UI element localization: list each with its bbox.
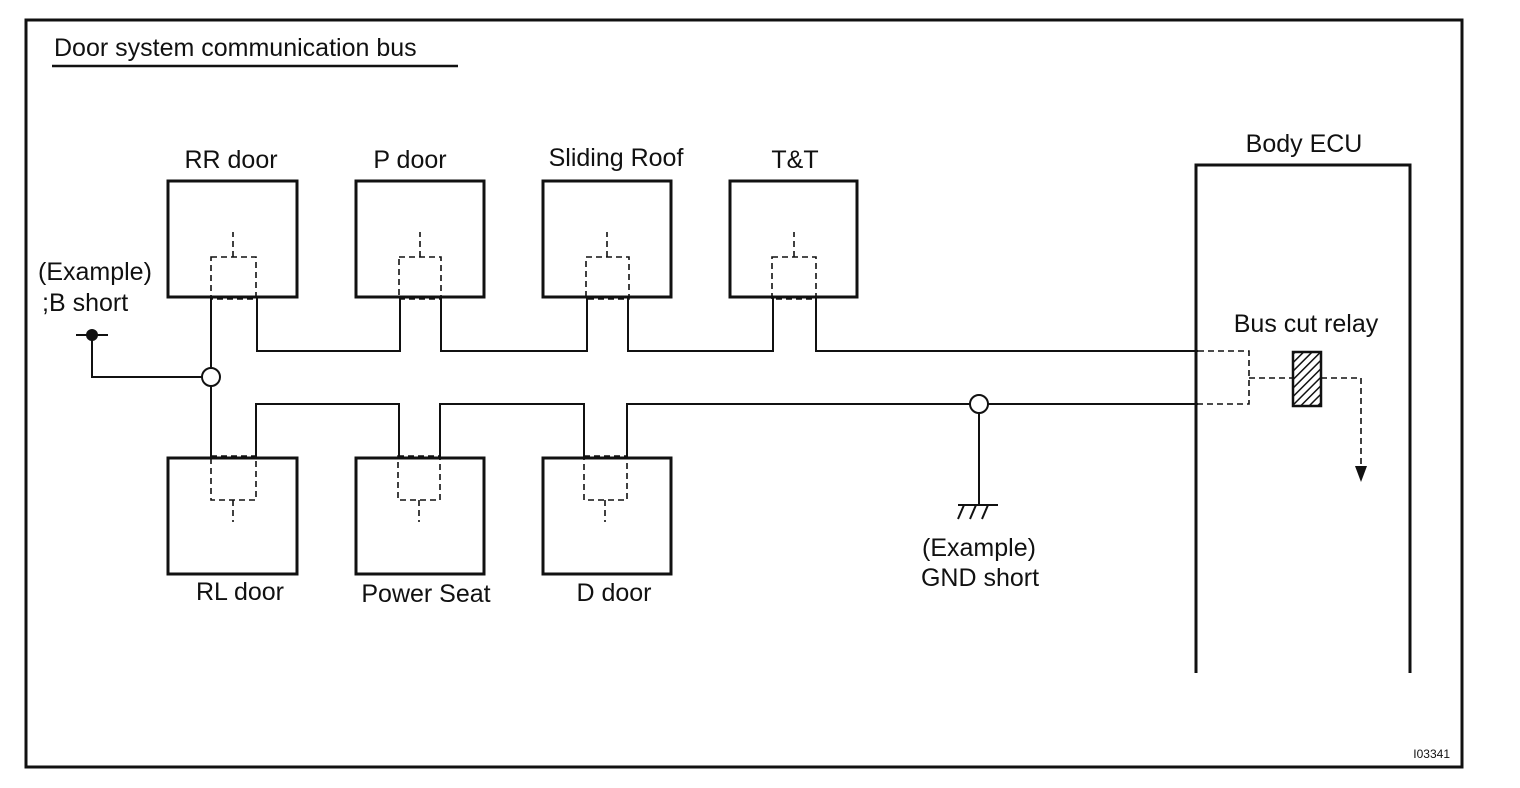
ecu-label: RL door — [196, 578, 284, 606]
gnd-short-label-line2: GND short — [921, 564, 1039, 592]
bus-cut-relay-coil — [1291, 350, 1323, 408]
gnd-short-label-line1: (Example) — [922, 534, 1036, 562]
ecu-label: D door — [576, 579, 651, 607]
ecu-p-door: P door — [354, 146, 486, 300]
ecu-label: Power Seat — [361, 580, 490, 608]
b-short-label-line1: (Example) — [38, 258, 152, 286]
b-short-example: (Example) ;B short — [38, 258, 221, 387]
ecu-sliding-roof: Sliding Roof — [541, 144, 684, 300]
ecu-t-and-t: T&T — [728, 146, 859, 300]
ecu-box — [541, 179, 673, 299]
ecu-label: RR door — [184, 146, 277, 174]
ecu-rr-door: RR door — [166, 146, 299, 300]
ecu-label: Sliding Roof — [549, 144, 684, 172]
ecu-power-seat: Power Seat — [354, 455, 491, 608]
gnd-short-example: (Example) GND short — [921, 394, 1039, 592]
ecu-box — [541, 456, 673, 576]
bus-cut-relay-label: Bus cut relay — [1234, 310, 1379, 338]
ecu-label: P door — [373, 146, 446, 174]
diagram-title: Door system communication bus — [54, 34, 417, 62]
bus-wire-lower — [255, 403, 1198, 458]
ecu-label: T&T — [771, 146, 818, 174]
short-junction-circle — [201, 367, 221, 387]
arrow-down-icon — [1355, 466, 1367, 482]
b-short-label-line2: ;B short — [42, 289, 128, 317]
figure-id: I03341 — [1413, 747, 1450, 761]
diagram-frame — [24, 18, 1464, 769]
ecu-box — [728, 179, 859, 299]
body-ecu-label: Body ECU — [1246, 130, 1363, 158]
body-ecu: Body ECU Bus cut relay — [1194, 130, 1412, 673]
ecu-box — [166, 179, 299, 299]
short-junction-circle — [969, 394, 989, 414]
bus-wire-upper — [256, 297, 1198, 352]
ecu-d-door: D door — [541, 455, 673, 607]
body-ecu-box — [1194, 163, 1412, 673]
ecu-box — [354, 179, 486, 299]
ecu-box — [354, 456, 486, 576]
ecu-rl-door: RL door — [166, 455, 299, 606]
